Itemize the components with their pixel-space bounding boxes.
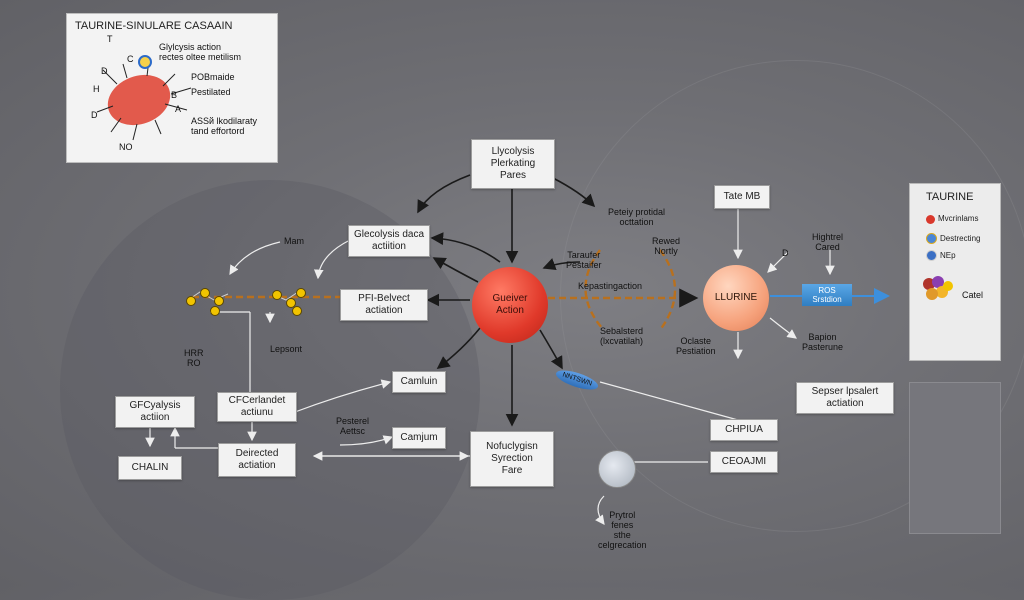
box-tate-mb: Tate MB [714, 185, 770, 209]
enzyme-illustration [96, 55, 192, 141]
molecule-dot [186, 296, 196, 306]
letter-b: B [171, 90, 178, 100]
letter-a: A [175, 104, 182, 114]
box-camlain-1: Camluin [392, 371, 446, 393]
letter-no: NO [119, 142, 133, 152]
label-kepast: Kepastingaction [578, 281, 643, 291]
legend-item-3: NЕр [926, 250, 956, 261]
legend-cluster-label: Catel [962, 290, 984, 300]
molecule-dot [214, 296, 224, 306]
letter-h: H [93, 84, 100, 94]
box-chpiua: CHPIUA [710, 419, 778, 441]
inset-title: TAURINE-SINULARE CASAAIN [75, 20, 233, 32]
molecule-dot [272, 290, 282, 300]
legend-item-2: Destrecting [926, 233, 980, 244]
molecule-cluster-icon [598, 450, 636, 488]
letter-d: D [101, 66, 108, 76]
arrow-down-left [436, 327, 481, 369]
box-ceoajmi: CEOAJMI [710, 451, 778, 473]
legend-panel: TAURINE Mvcrinlams Destrecting NЕр Catel [909, 183, 1001, 361]
white-connectors [145, 206, 835, 525]
arrow-to-glyco [430, 232, 501, 263]
label-lepsont: Lepsont [270, 344, 303, 354]
red-dot-icon [926, 214, 935, 224]
letter-d2: D [91, 110, 98, 120]
legend-title: TAURINE [926, 191, 974, 203]
llurine-node: LLURINE [703, 265, 769, 331]
letter-c: C [127, 54, 134, 64]
letter-t: T [107, 34, 113, 44]
molecule-dot [200, 288, 210, 298]
legend-item-1: Mvcrinlams [926, 214, 978, 224]
molecule-cluster-legend-icon [923, 276, 953, 300]
arrow-from-right [542, 258, 581, 271]
box-camlain-2: Camjum [392, 427, 446, 449]
label-mam: Mam [284, 236, 304, 246]
molecule-dot [296, 288, 306, 298]
arrow-left-up [432, 257, 479, 283]
molecule-dot [286, 298, 296, 308]
info-dot-icon [926, 250, 937, 261]
arrow-top-right [552, 177, 596, 208]
label-sebal: Sebalsterd(lxcvatilah) [600, 326, 644, 346]
label-d: D [782, 248, 789, 258]
molecule-dot [292, 306, 302, 316]
side-panel [909, 382, 1001, 534]
arrow-to-pill [539, 329, 563, 370]
molecule-dot [210, 306, 220, 316]
black-arrows [417, 174, 596, 427]
blue-dot-icon [926, 233, 937, 244]
box-chalin: CHALIN [118, 456, 182, 480]
inset-panel: TAURINE-SINULARE CASAAIN T C D H B A D N… [66, 13, 278, 163]
arrow-top-left [417, 174, 471, 214]
